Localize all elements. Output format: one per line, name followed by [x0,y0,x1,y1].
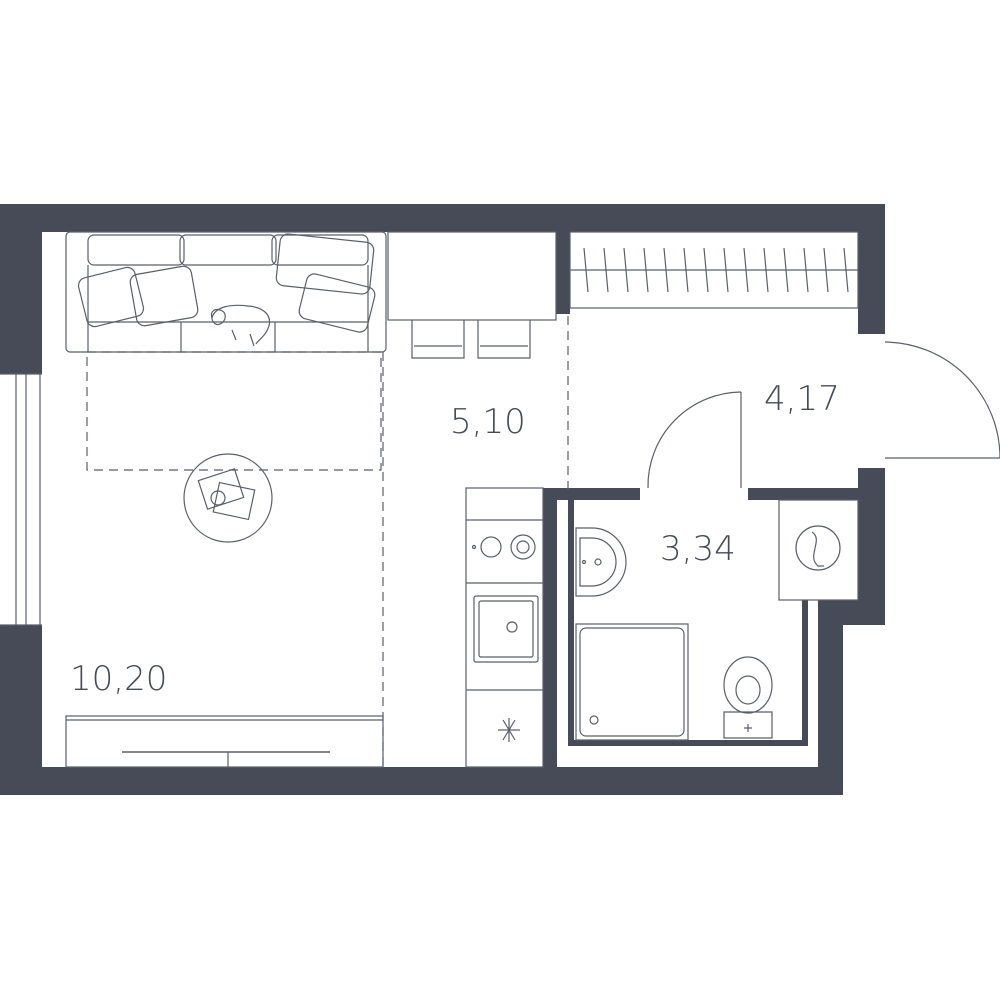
dining-table-icon [387,231,557,321]
living-area-label: 10,20 [70,659,167,699]
bathroom-area-label: 3,34 [660,529,736,569]
pillow-icon [77,233,376,333]
kitchen-sink-icon [473,595,539,663]
wall-bath-inner-right [802,600,808,746]
wall-bath-left [543,488,557,767]
wall-left-upper [0,204,42,374]
wall-left-lower [0,625,42,795]
wall-bath-top-right [748,488,885,500]
wall-right-bottom [818,600,843,795]
window-icon [0,373,42,626]
entry-door-icon [884,341,1000,459]
stove-icon [471,534,536,560]
rug-outline [86,351,382,471]
dog-icon [210,304,271,347]
sofa-icon [65,231,387,353]
kitchen-counter [465,487,544,768]
wall-bath-inner-bottom [568,740,808,746]
washing-machine-icon [778,499,859,601]
bathroom-door-icon [647,391,742,489]
coffee-table-icon [183,453,273,543]
toilet-icon [723,656,773,739]
chair-icon [411,320,531,359]
kitchen-area-label: 5,10 [450,402,526,442]
wall-bottom [0,767,843,795]
wall-right-upper [858,204,885,334]
wardrobe-icon [569,231,859,309]
washbasin-icon [575,527,627,597]
fridge-icon [498,718,520,742]
shower-tray-icon [575,623,689,741]
wall-hall-upper [556,232,570,314]
wall-top [0,204,885,232]
hallway-area-label: 4,17 [764,379,840,419]
tv-stand-icon [65,715,384,768]
walls [0,204,885,795]
wall-bath-top-left [543,488,640,500]
wall-bath-inner-left [568,500,574,746]
